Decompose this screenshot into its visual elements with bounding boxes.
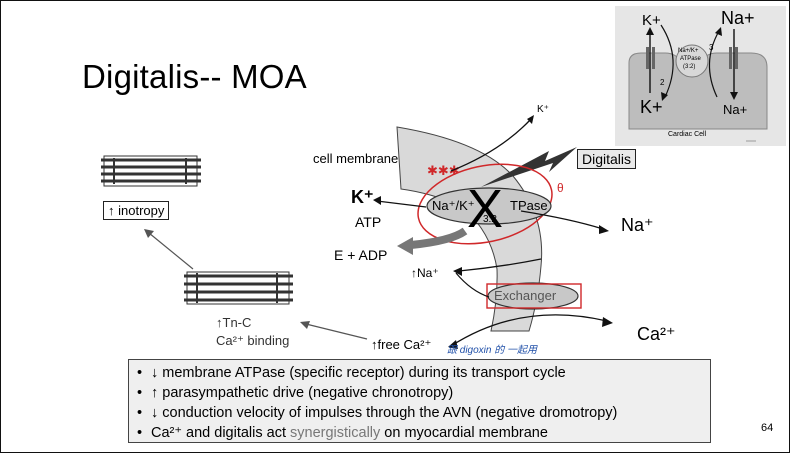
ca-binding-label: Ca²⁺ binding [216, 333, 290, 348]
atp-label: ATP [355, 214, 382, 230]
page-number: 64 [761, 422, 774, 434]
na-right-label: Na⁺ [621, 215, 654, 235]
bullet-box: •↓ membrane ATPase (specific receptor) d… [128, 359, 711, 443]
bullet-item: •↓ membrane ATPase (specific receptor) d… [137, 365, 566, 381]
inset-na-top: Na+ [721, 8, 755, 28]
inset-cell-label: Cardiac Cell [668, 131, 707, 138]
k-out-label: K⁺ [537, 104, 549, 115]
inset-pump-label-3: (3:2) [683, 64, 696, 70]
inset-drawing [628, 24, 768, 142]
inset-k-top: K+ [642, 12, 661, 29]
pump-right-label: TPase [510, 198, 548, 213]
inset-k-bottom: K+ [640, 97, 663, 117]
bullet-item: •↓ conduction velocity of impulses throu… [137, 405, 618, 421]
inset-na-bottom: Na+ [723, 102, 748, 117]
bullet-item: •↑ parasympathetic drive (negative chron… [137, 385, 454, 401]
handwritten-note: 跟 digoxin 的 一起用 [447, 345, 538, 356]
inset-arrow-3: 3 [709, 43, 714, 52]
pump-ratio-label: 3:2 [483, 214, 497, 225]
slide-title: Digitalis-- MOA [82, 58, 307, 95]
svg-text:X: X [467, 179, 503, 239]
tnc-label: ↑Tn-C [216, 315, 252, 330]
pump-left-label: Na⁺/K⁺ [432, 198, 475, 213]
svg-text:✱✱✱: ✱✱✱ [427, 164, 460, 179]
cell-membrane-label: cell membrane [313, 151, 399, 166]
ca-right-label: Ca²⁺ [637, 324, 676, 344]
inset-pump-label-1: Na+/K+ [678, 48, 699, 54]
k-left-label: K⁺ [351, 187, 374, 207]
myofibril-bottom [184, 271, 293, 305]
free-ca-label: ↑free Ca²⁺ [371, 337, 432, 352]
e-adp-label: E + ADP [334, 247, 388, 263]
inset-arrow-2: 2 [660, 78, 665, 87]
exchanger-label: Exchanger [494, 288, 557, 303]
theta-mark: θ [557, 181, 564, 195]
myofibril-top [101, 155, 201, 187]
inset-pump-label-2: ATPase [680, 56, 701, 62]
digitalis-box: Digitalis [577, 149, 637, 169]
inotropy-box: ↑ inotropy [103, 201, 170, 220]
na-up-label: ↑Na⁺ [411, 266, 439, 280]
bullet-item: •Ca²⁺ and digitalis act synergistically … [137, 425, 548, 441]
